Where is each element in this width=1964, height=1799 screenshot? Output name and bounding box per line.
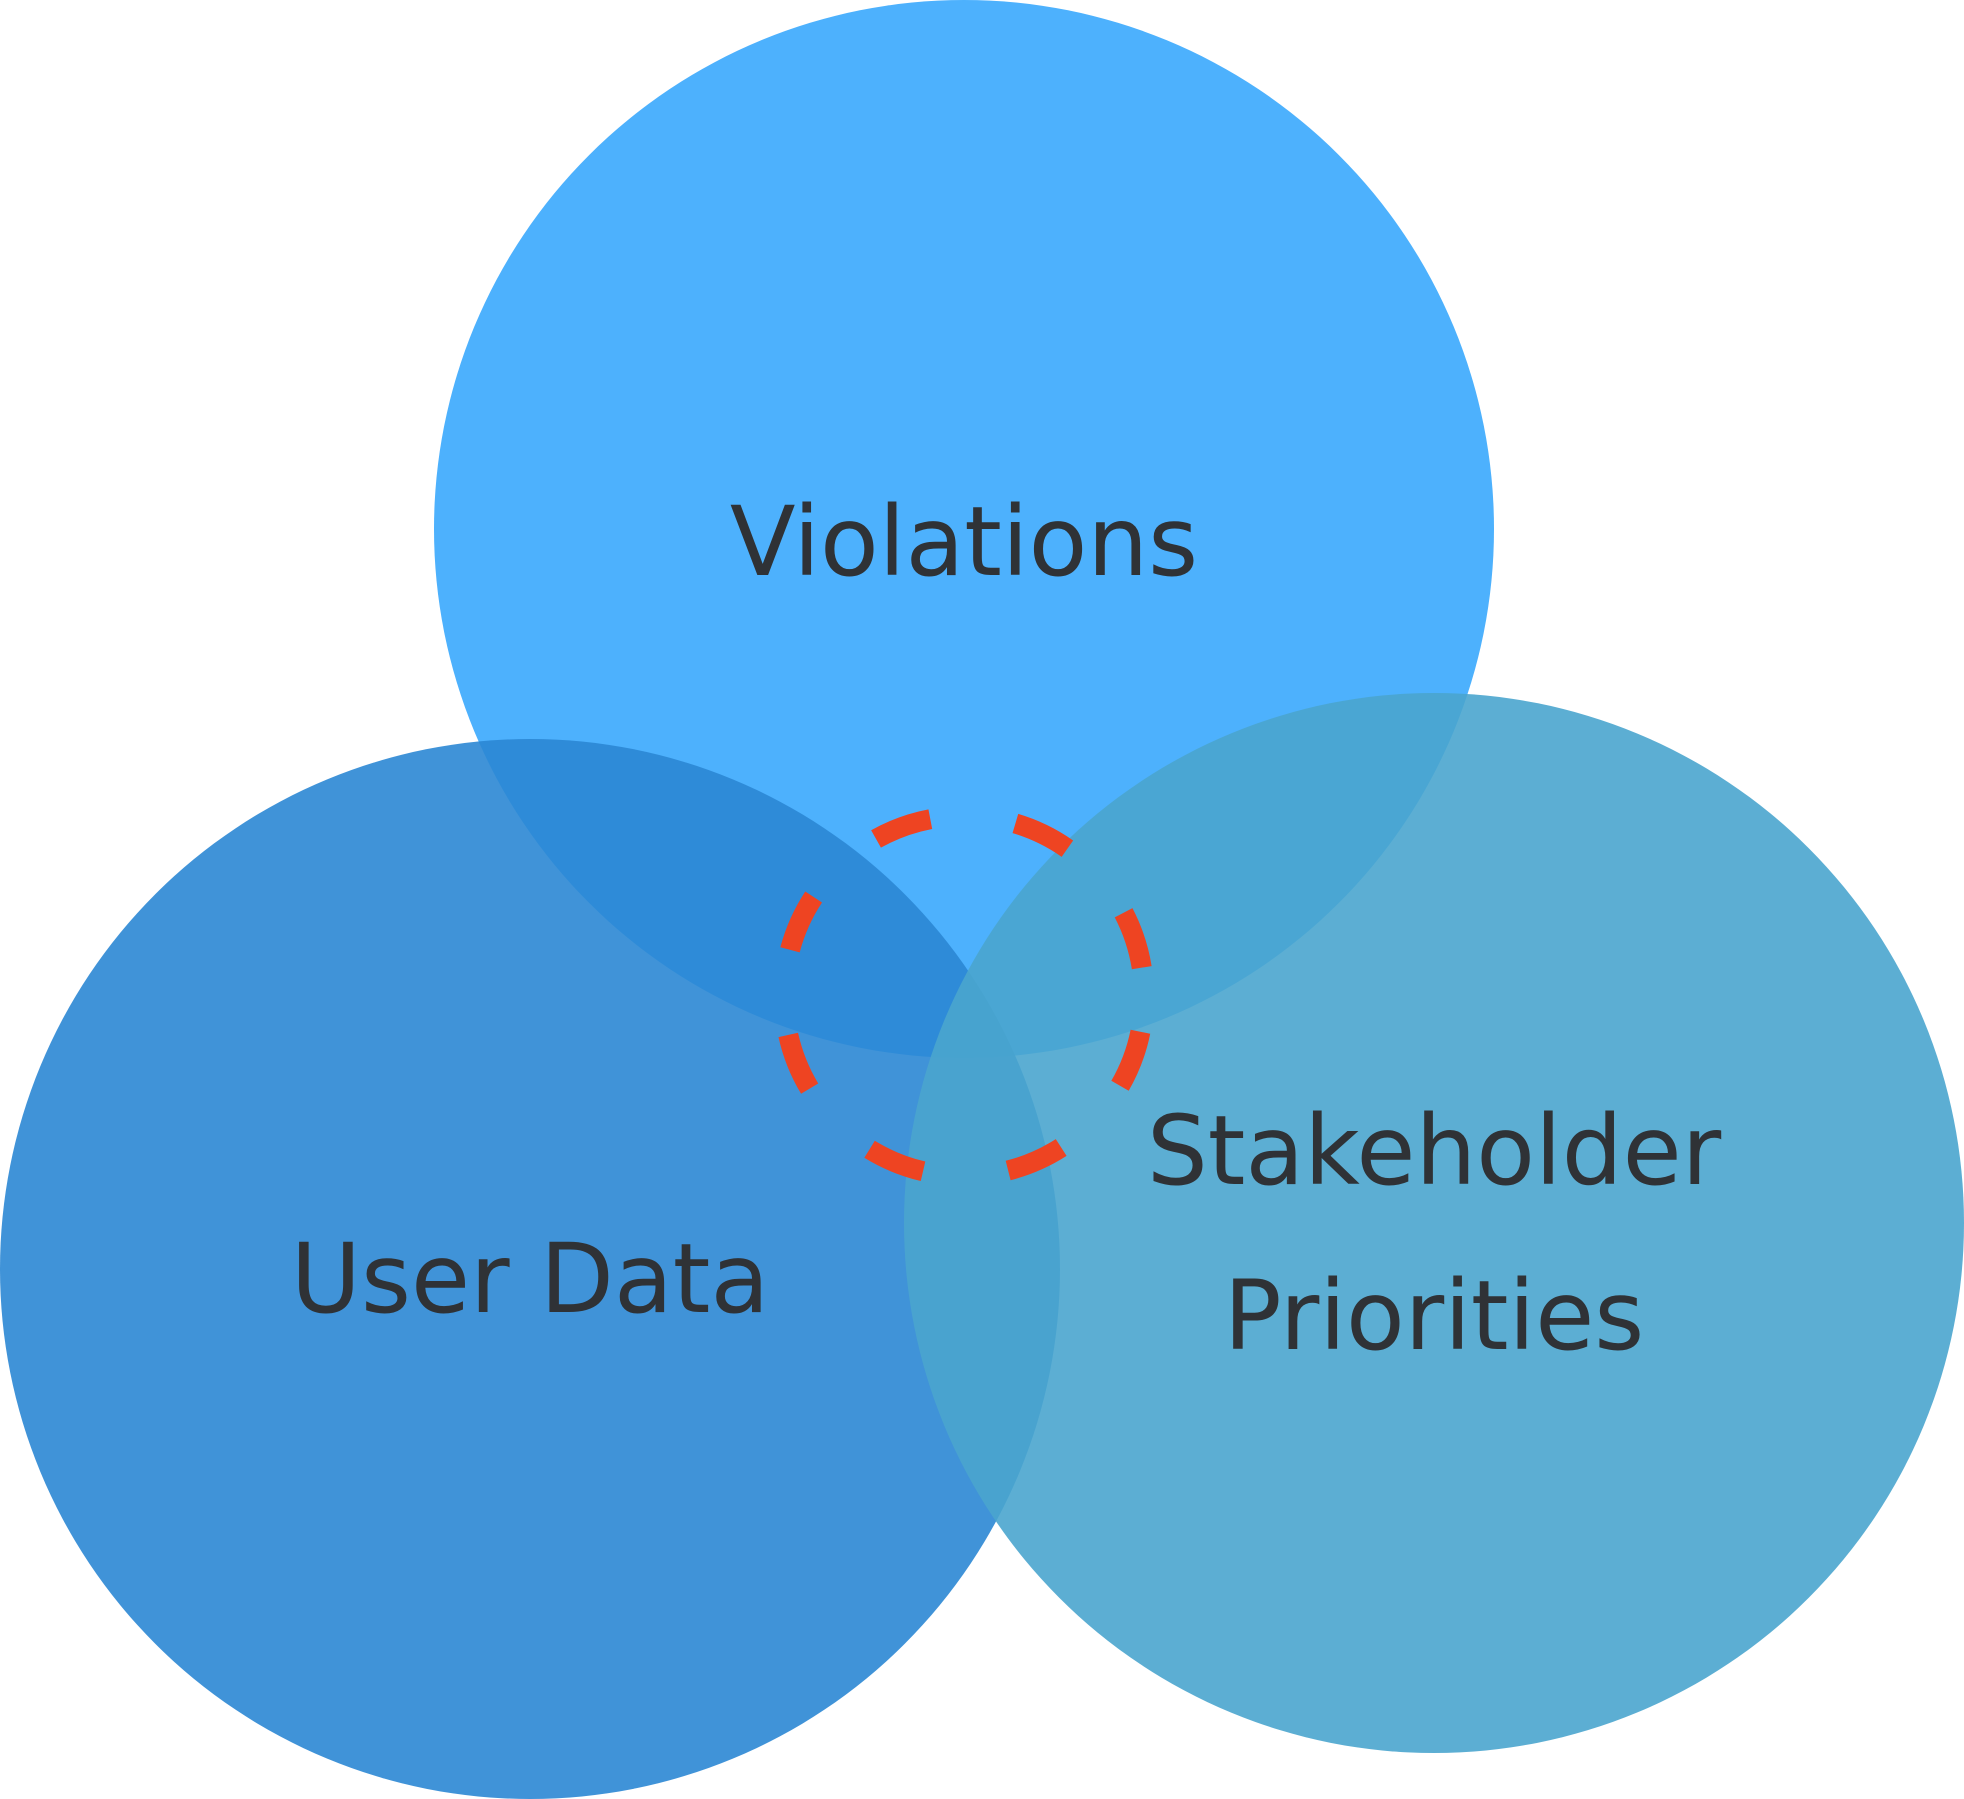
label-stakeholder-priorities-line-1: Stakeholder bbox=[1147, 1095, 1722, 1207]
circle-user-data bbox=[0, 739, 1060, 1799]
label-user-data: User Data bbox=[291, 1223, 770, 1335]
circle-user-data-shape bbox=[0, 739, 1060, 1799]
circle-stakeholder-priorities bbox=[904, 693, 1964, 1753]
circle-stakeholder-priorities-shape bbox=[904, 693, 1964, 1753]
label-stakeholder-priorities-line-2: Priorities bbox=[1224, 1260, 1645, 1372]
label-violations: Violations bbox=[730, 486, 1198, 598]
